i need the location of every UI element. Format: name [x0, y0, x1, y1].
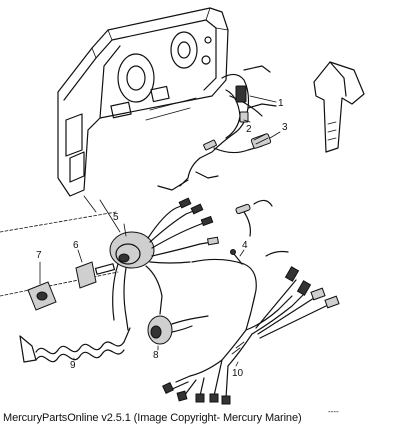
mounting-screw [230, 249, 243, 265]
harness-wires-upper [157, 65, 277, 191]
callout-leader-lines [39, 95, 281, 367]
page-code: ---- [328, 407, 339, 416]
throttle-handle [313, 61, 365, 153]
callout-2: 2 [246, 124, 252, 135]
control-box-housing [57, 7, 229, 197]
callout-4: 4 [242, 240, 248, 251]
callout-10: 10 [232, 368, 244, 379]
mounting-reference-lines [0, 195, 121, 297]
callout-9: 9 [70, 360, 76, 371]
coiled-lanyard [19, 327, 131, 363]
callout-3: 3 [282, 122, 288, 133]
main-wiring-harness [162, 199, 340, 405]
callout-6: 6 [73, 240, 79, 251]
lanyard-clip [27, 281, 57, 311]
ignition-switch-assembly [109, 197, 220, 331]
callout-1: 1 [278, 98, 284, 109]
callout-8: 8 [153, 350, 159, 361]
stop-switch [147, 315, 209, 345]
callout-7: 7 [36, 250, 42, 261]
callout-5: 5 [113, 212, 119, 223]
image-caption: MercuryPartsOnline v2.5.1 (Image Copyrig… [3, 412, 302, 424]
ignition-key [75, 261, 116, 289]
